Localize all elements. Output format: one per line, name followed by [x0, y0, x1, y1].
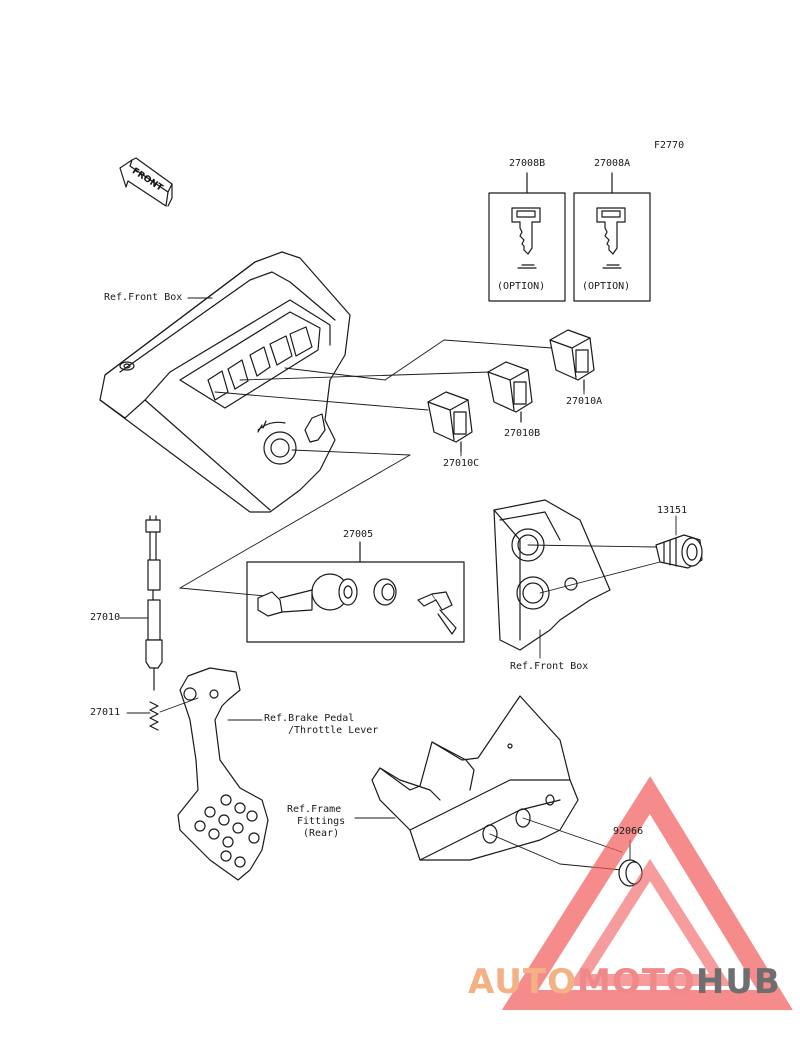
leader-lines-switches	[179, 339, 553, 597]
watermark-hub: HUB	[695, 962, 781, 1002]
key-box-a	[573, 172, 651, 302]
watermark-auto: AUTO	[468, 962, 577, 1002]
front-box-panel	[99, 251, 351, 513]
spring	[126, 701, 159, 731]
brake-switch	[119, 515, 163, 691]
figure-code: F2770	[654, 140, 685, 151]
label-ignition-switch: 27005	[343, 529, 374, 540]
label-plug: 92066	[613, 826, 644, 837]
label-key-a: 27008A	[594, 158, 631, 169]
label-key-b: 27008B	[509, 158, 546, 169]
socket	[655, 515, 703, 569]
label-option-b: (OPTION)	[497, 281, 546, 292]
watermark-triangle-icon	[501, 776, 793, 1010]
label-ref-front-box-top: Ref.Front Box	[104, 292, 183, 303]
front-box-lower	[493, 499, 661, 659]
rocker-switch-c	[427, 391, 473, 453]
label-brake-switch: 27010	[90, 612, 121, 623]
label-switch-c: 27010C	[443, 458, 480, 469]
leader-lines-labels	[187, 297, 585, 457]
label-switch-b: 27010B	[504, 428, 541, 439]
label-ref-frame-1: Ref.Frame	[287, 804, 342, 815]
label-ref-frame-2: Fittings	[297, 816, 346, 827]
label-ref-frame-3: (Rear)	[303, 828, 340, 839]
brake-pedal	[159, 667, 269, 881]
label-socket: 13151	[657, 505, 688, 516]
ignition-switch-box	[246, 541, 465, 643]
front-arrow-icon	[119, 157, 173, 207]
label-ref-front-box-bottom: Ref.Front Box	[510, 661, 589, 672]
label-ref-brake-pedal-2: /Throttle Lever	[288, 725, 379, 736]
key-box-b	[488, 172, 566, 302]
watermark-logo: AUTOMOTOHUB	[468, 962, 798, 1002]
label-option-a: (OPTION)	[582, 281, 631, 292]
label-ref-brake-pedal-1: Ref.Brake Pedal	[264, 713, 355, 724]
rocker-switch-a	[549, 329, 595, 391]
frame-fittings	[354, 695, 623, 871]
label-spring: 27011	[90, 707, 121, 718]
label-switch-a: 27010A	[566, 396, 603, 407]
rocker-switch-b	[487, 361, 533, 423]
watermark-moto: MOTO	[576, 962, 696, 1002]
